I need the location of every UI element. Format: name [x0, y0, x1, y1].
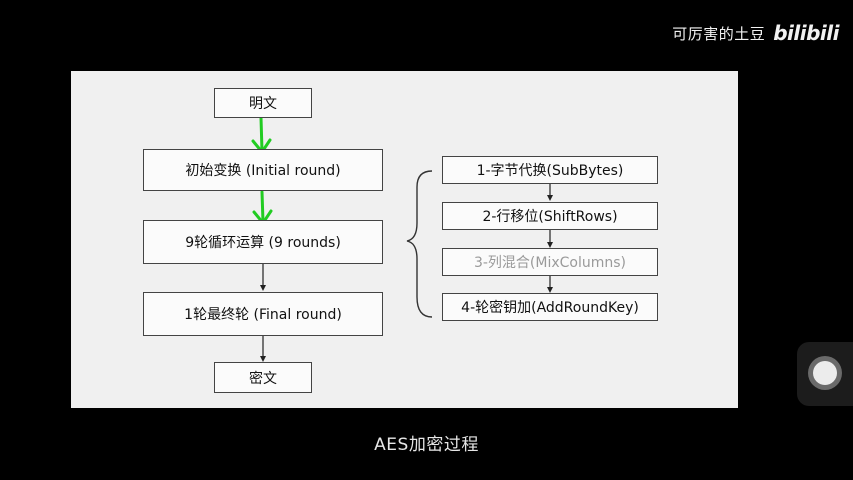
green-arrow-plaintext-to-initial: [251, 116, 272, 155]
initial-round-box: 初始变换 (Initial round): [143, 149, 383, 191]
connector-lines: [251, 116, 553, 362]
uploader-name: 可厉害的土豆: [672, 24, 766, 43]
addroundkey-box: 4-轮密钥加(AddRoundKey): [442, 293, 658, 321]
final-round-box: 1轮最终轮 (Final round): [143, 292, 383, 336]
nine-rounds-box: 9轮循环运算 (9 rounds): [143, 220, 383, 264]
plaintext-box: 明文: [214, 88, 312, 118]
floating-record-button[interactable]: [797, 342, 853, 406]
ciphertext-box: 密文: [214, 362, 312, 393]
slide: 明文 初始变换 (Initial round) 9轮循环运算 (9 rounds…: [71, 71, 738, 408]
green-arrow-initial-to-rounds: [252, 190, 273, 226]
round-detail-brace: [406, 170, 433, 318]
mixcolumns-box: 3-列混合(MixColumns): [442, 248, 658, 276]
shiftrows-box: 2-行移位(ShiftRows): [442, 202, 658, 230]
subtitle-caption: AES加密过程: [374, 435, 479, 455]
record-dot-icon: [813, 361, 837, 385]
subbytes-box: 1-字节代换(SubBytes): [442, 156, 658, 184]
bilibili-watermark: 可厉害的土豆 bilibili: [672, 20, 839, 46]
bilibili-logo: bilibili: [773, 21, 839, 45]
